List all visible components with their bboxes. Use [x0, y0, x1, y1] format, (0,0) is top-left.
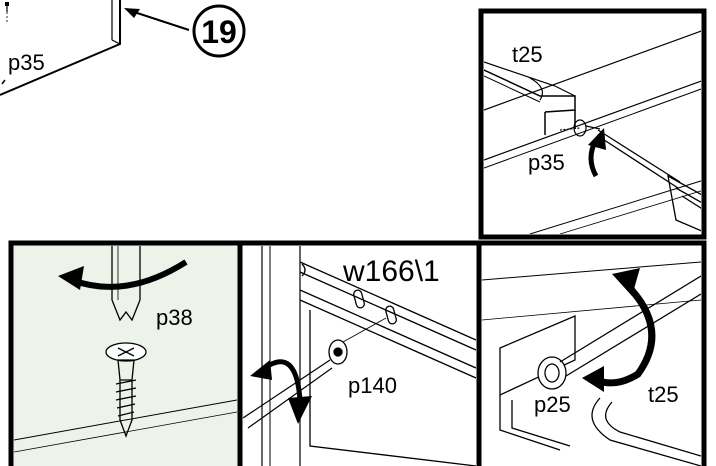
screw-label-p35: p35	[528, 150, 565, 175]
rotation-arrow-icon	[58, 259, 188, 290]
step-callout: 19	[192, 4, 246, 58]
step-number: 19	[201, 14, 237, 50]
rotation-arrow-icon	[582, 268, 656, 392]
screw-p38-detail	[105, 342, 147, 438]
screw-p140-detail	[328, 317, 387, 365]
screwdriver-top-right	[597, 129, 701, 232]
detail-panel-bottom-right: p25 t25	[476, 240, 707, 466]
screw-label-p25: p25	[534, 392, 571, 417]
screw-label-p140: p140	[348, 373, 397, 398]
small-screw-icon	[5, 2, 9, 22]
rail-label-w166: w166\1	[342, 255, 440, 288]
detail-panel-top-right: t25 p35	[478, 8, 707, 240]
callout-arrow	[124, 8, 190, 31]
screwdriver-bottom-right	[559, 275, 701, 377]
part-pointer	[1, 79, 6, 85]
rotation-arrow-icon	[588, 128, 606, 178]
rail-w166	[299, 261, 476, 466]
guide-t25	[591, 397, 701, 466]
part-label-p35: p35	[8, 50, 45, 75]
guide-label-t25: t25	[648, 382, 679, 407]
detail-panel-bottom-middle: w166\1 p140	[237, 240, 482, 466]
rotation-arrow-icon	[250, 359, 312, 424]
screw-p35-detail	[559, 119, 601, 137]
screwdriver-bottom-left	[111, 246, 141, 322]
main-assembly-fragment: p35 19	[0, 0, 246, 96]
detail-panel-bottom-left: p38	[8, 240, 243, 466]
screw-p25-detail	[537, 356, 567, 390]
screw-label-p38: p38	[156, 305, 193, 330]
guide-label-t25: t25	[512, 42, 543, 67]
bracket	[499, 315, 576, 451]
